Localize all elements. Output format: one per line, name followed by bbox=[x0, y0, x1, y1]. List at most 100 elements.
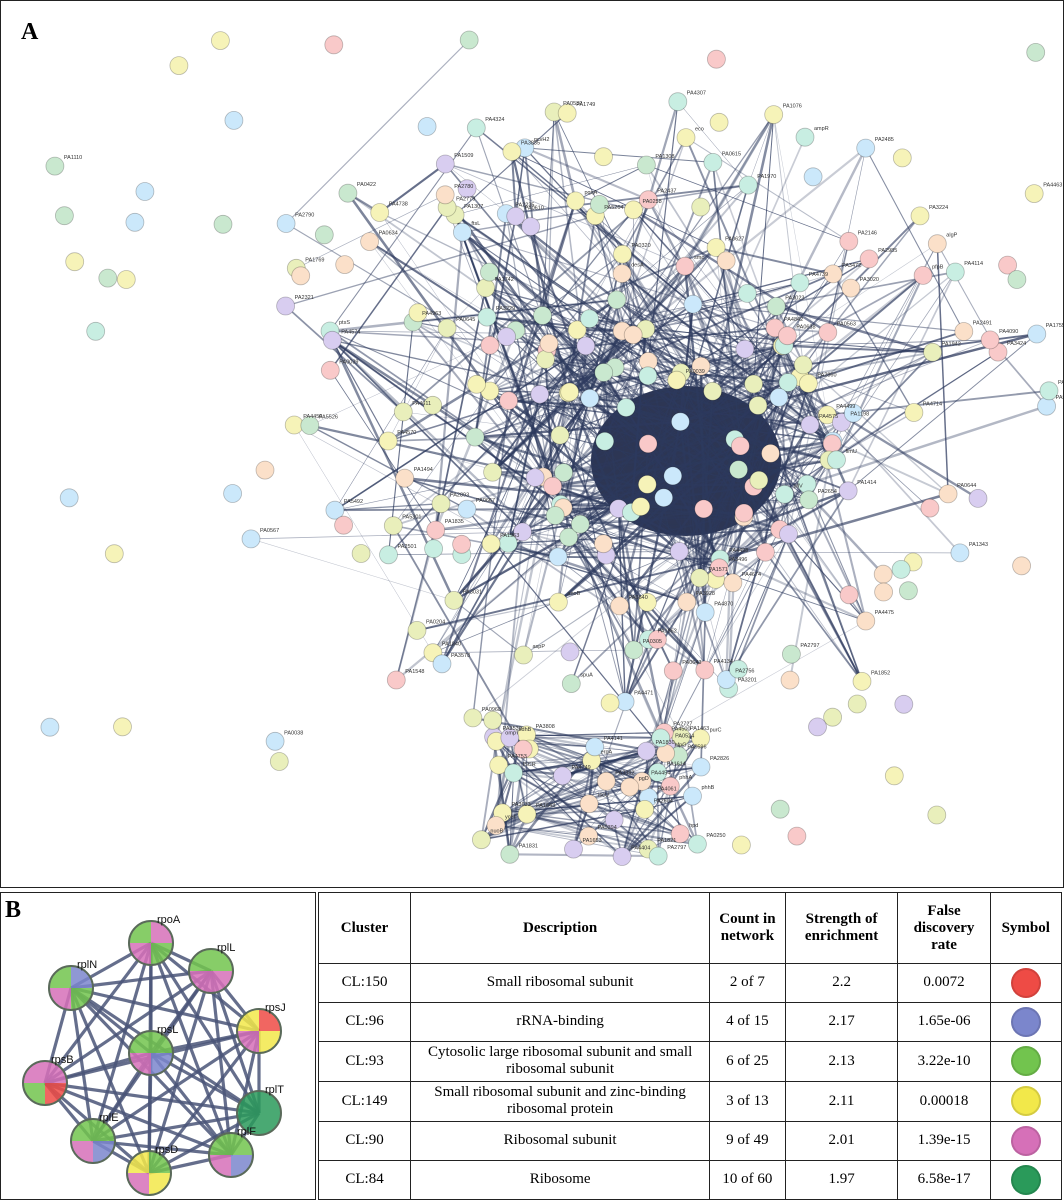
interaction-edge bbox=[505, 213, 556, 516]
protein-node bbox=[600, 693, 620, 713]
node-label: fimU bbox=[846, 449, 857, 455]
interaction-edge bbox=[579, 344, 785, 525]
interaction-edge bbox=[575, 164, 647, 202]
interaction-edge bbox=[630, 511, 721, 561]
protein-node bbox=[799, 373, 818, 393]
cell-symbol bbox=[989, 1001, 1063, 1042]
interaction-edge bbox=[480, 780, 643, 841]
node-label: PA3633 bbox=[512, 802, 531, 808]
protein-node bbox=[856, 611, 876, 631]
node-label: PA4141 bbox=[604, 736, 623, 742]
protein-node bbox=[489, 755, 509, 775]
protein-node bbox=[695, 660, 715, 680]
interaction-edge bbox=[773, 114, 804, 365]
protein-node bbox=[892, 148, 912, 168]
interaction-edge bbox=[489, 390, 681, 553]
interaction-edge bbox=[789, 440, 834, 681]
node-label: PA0039 bbox=[686, 369, 705, 375]
protein-node bbox=[104, 544, 124, 564]
subnetwork-edge bbox=[69, 987, 151, 1174]
interaction-edge bbox=[806, 405, 1047, 486]
node-label: PA4963 bbox=[422, 311, 441, 317]
node-label: PA2146 bbox=[858, 230, 877, 236]
node-label: pilV bbox=[794, 483, 804, 489]
protein-node bbox=[325, 500, 345, 520]
cell-cluster: CL:93 bbox=[317, 1040, 412, 1082]
node-label: aspP bbox=[533, 644, 546, 650]
interaction-edge bbox=[589, 318, 649, 363]
interaction-edge bbox=[387, 345, 587, 556]
interaction-edge bbox=[657, 744, 667, 857]
interaction-edge bbox=[936, 243, 949, 494]
protein-node bbox=[255, 460, 275, 480]
node-sector bbox=[211, 971, 233, 993]
node-label: rplN bbox=[77, 959, 97, 971]
interaction-edge bbox=[632, 147, 867, 336]
protein-node bbox=[322, 330, 342, 350]
protein-node bbox=[660, 776, 680, 796]
node-label: PA4749 bbox=[572, 765, 591, 771]
node-label: PA2790 bbox=[295, 213, 314, 219]
node-sector bbox=[237, 1009, 259, 1031]
node-label: PA1742 bbox=[495, 277, 514, 283]
protein-node bbox=[800, 415, 820, 435]
interaction-edge bbox=[334, 503, 442, 511]
protein-node bbox=[585, 737, 605, 757]
node-label: hfpG bbox=[675, 742, 687, 748]
protein-node bbox=[1027, 324, 1047, 344]
subnetwork-edge bbox=[147, 970, 213, 1174]
protein-node bbox=[241, 529, 261, 549]
node-sector bbox=[71, 1119, 93, 1141]
node-label: PA2501 bbox=[398, 544, 417, 550]
protein-node bbox=[559, 527, 579, 547]
protein-node bbox=[756, 542, 775, 562]
interaction-edge bbox=[588, 318, 790, 535]
protein-node bbox=[799, 490, 819, 510]
interaction-edge bbox=[502, 746, 595, 814]
header-count: Count in network bbox=[709, 892, 786, 964]
enrichment-table: Cluster Description Count in network Str… bbox=[317, 892, 1063, 1200]
protein-node bbox=[669, 542, 689, 561]
interaction-edge bbox=[472, 400, 510, 718]
protein-node bbox=[980, 330, 1000, 350]
protein-node bbox=[923, 342, 942, 362]
protein-node bbox=[553, 766, 572, 786]
protein-node bbox=[691, 728, 710, 748]
cell-fdr: 0.0072 bbox=[897, 963, 991, 1003]
node-label: PA1307 bbox=[464, 204, 483, 210]
protein-node bbox=[580, 388, 600, 408]
interaction-edge bbox=[677, 101, 749, 186]
protein-node bbox=[378, 431, 398, 451]
interaction-edge bbox=[387, 321, 414, 555]
interaction-edge bbox=[621, 114, 775, 332]
node-label: ptsS bbox=[339, 320, 350, 326]
interaction-edge bbox=[662, 620, 866, 738]
interaction-edge bbox=[502, 775, 563, 814]
protein-node bbox=[823, 707, 842, 727]
protein-node bbox=[566, 191, 585, 211]
interaction-edge bbox=[511, 151, 717, 248]
node-label: PA3530 bbox=[503, 726, 522, 732]
ribosomal-protein-node: rpsD bbox=[126, 1144, 178, 1196]
cell-cluster: CL:150 bbox=[317, 963, 412, 1003]
protein-node bbox=[623, 325, 643, 345]
protein-node bbox=[513, 522, 532, 542]
interaction-edge bbox=[435, 485, 754, 532]
node-label: PA2780 bbox=[454, 184, 473, 190]
interaction-edge bbox=[787, 381, 979, 500]
interaction-edge bbox=[387, 327, 448, 442]
protein-node bbox=[444, 591, 464, 610]
protein-node bbox=[135, 182, 155, 201]
protein-node bbox=[514, 645, 533, 665]
interaction-edge bbox=[624, 601, 688, 703]
interaction-edge bbox=[568, 334, 634, 393]
protein-node bbox=[677, 592, 697, 612]
node-label: pgD bbox=[639, 776, 649, 782]
protein-node bbox=[335, 255, 355, 275]
interaction-edge bbox=[826, 351, 933, 416]
interaction-edge bbox=[783, 344, 949, 495]
protein-node bbox=[856, 138, 876, 158]
protein-node bbox=[651, 728, 671, 748]
protein-node bbox=[663, 661, 683, 681]
interaction-edge bbox=[665, 529, 781, 745]
